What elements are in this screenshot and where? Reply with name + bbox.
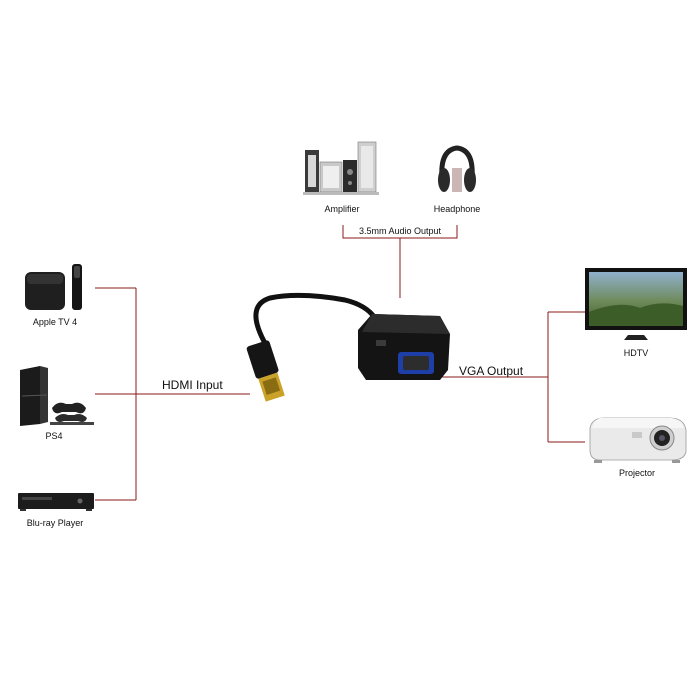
amplifier-icon [303, 141, 379, 195]
headphone-label: Headphone [433, 204, 481, 214]
hdmi-input-label: HDMI Input [162, 378, 223, 392]
headphone-icon [438, 145, 476, 192]
hdtv-label: HDTV [623, 348, 649, 358]
projector-icon [589, 417, 687, 463]
ps4-icon [20, 366, 94, 426]
hdmi-connector-icon [246, 340, 285, 402]
vga-output-label: VGA Output [459, 364, 524, 378]
ps4-label: PS4 [45, 431, 63, 441]
audio-output-label: 3.5mm Audio Output [358, 226, 442, 236]
apple-tv-icon [25, 264, 82, 310]
connection-lines [95, 225, 585, 501]
projector-label: Projector [618, 468, 656, 478]
hdmi-cable [253, 292, 378, 348]
amplifier-label: Amplifier [324, 204, 360, 214]
bluray-player-icon [18, 493, 94, 511]
apple-tv-label: Apple TV 4 [32, 317, 78, 327]
vga-adapter-icon [358, 314, 450, 380]
bluray-label: Blu-ray Player [26, 518, 84, 528]
hdtv-icon [585, 268, 687, 340]
